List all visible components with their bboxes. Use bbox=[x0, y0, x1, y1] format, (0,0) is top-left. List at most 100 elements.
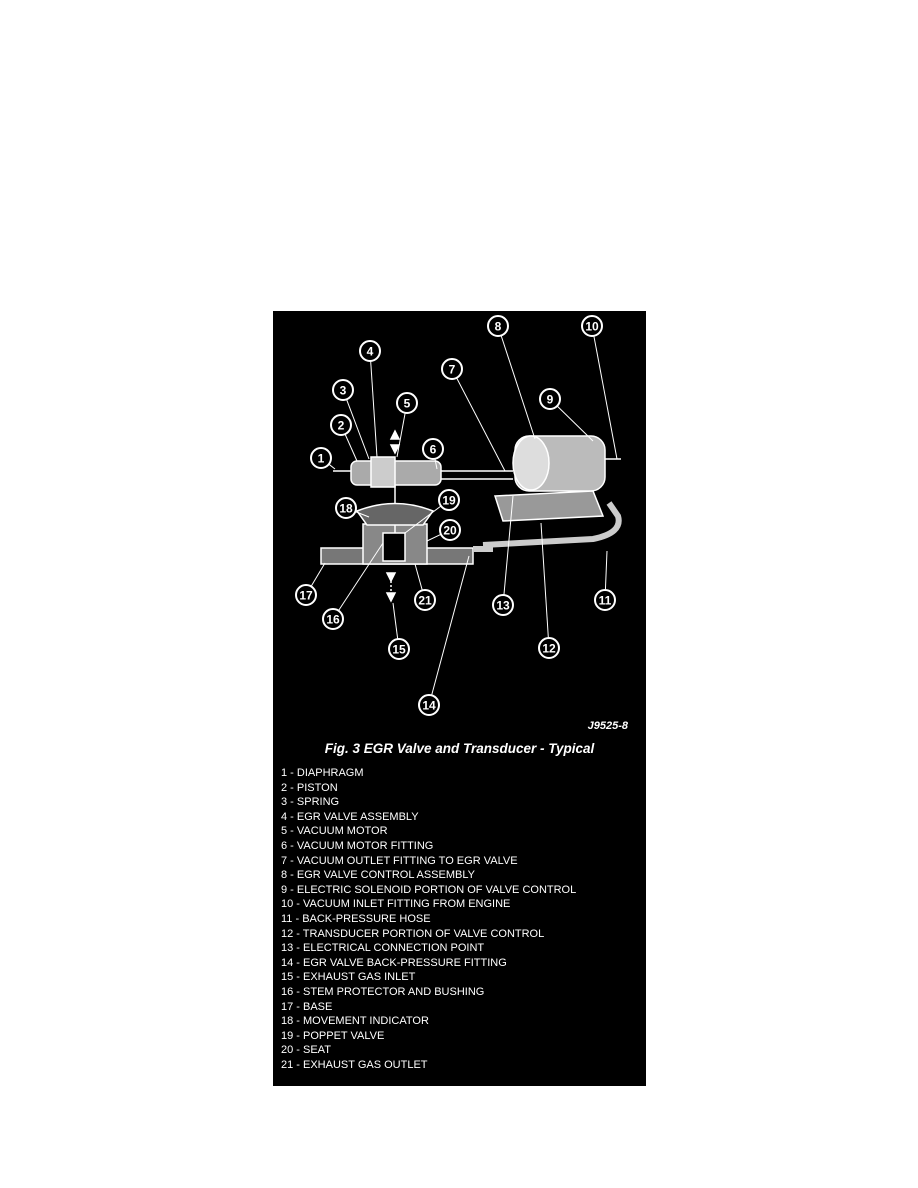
callout-circle bbox=[332, 379, 354, 401]
callout-7: 7 bbox=[441, 358, 506, 472]
callout-number: 3 bbox=[340, 384, 347, 398]
legend-item: 9 - ELECTRIC SOLENOID PORTION OF VALVE C… bbox=[281, 883, 577, 896]
callout-leader-line bbox=[392, 602, 399, 640]
legend-item: 16 - STEM PROTECTOR AND BUSHING bbox=[281, 985, 485, 998]
callout-number: 7 bbox=[449, 363, 456, 377]
callout-circle bbox=[492, 594, 514, 616]
callout-number: 1 bbox=[318, 452, 325, 466]
callout-1: 1 bbox=[310, 447, 336, 470]
callout-number: 16 bbox=[326, 613, 340, 627]
callout-circle bbox=[396, 392, 418, 414]
callout-leader-line bbox=[604, 550, 608, 591]
callout-circle bbox=[487, 315, 509, 337]
callout-18: 18 bbox=[335, 497, 370, 519]
legend-item: 19 - POPPET VALVE bbox=[281, 1029, 385, 1042]
callout-leader-line bbox=[540, 522, 549, 639]
callout-number: 15 bbox=[392, 643, 406, 657]
legend-item: 6 - VACUUM MOTOR FITTING bbox=[281, 839, 434, 852]
callout-circle bbox=[594, 589, 616, 611]
callout-17: 17 bbox=[295, 562, 326, 606]
callout-number: 17 bbox=[299, 589, 313, 603]
callout-leader-line bbox=[556, 405, 594, 442]
legend-item: 12 - TRANSDUCER PORTION OF VALVE CONTROL bbox=[281, 927, 545, 940]
callout-circle bbox=[539, 388, 561, 410]
callout-circle bbox=[441, 358, 463, 380]
callout-circle bbox=[295, 584, 317, 606]
callout-circle bbox=[418, 694, 440, 716]
legend-item: 8 - EGR VALVE CONTROL ASSEMBLY bbox=[281, 869, 475, 882]
legend-item: 20 - SEAT bbox=[281, 1044, 331, 1057]
callout-number: 10 bbox=[585, 320, 599, 334]
callout-6: 6 bbox=[422, 438, 444, 470]
callout-circle bbox=[438, 489, 460, 511]
callout-leader-line bbox=[431, 555, 470, 696]
callout-number: 13 bbox=[496, 599, 510, 613]
figure-id-label: J9525-8 bbox=[587, 720, 628, 732]
callout-leader-line bbox=[338, 542, 384, 611]
callout-leader-line bbox=[426, 533, 442, 542]
callout-circle bbox=[322, 608, 344, 630]
callout-circle bbox=[388, 638, 410, 660]
callout-12: 12 bbox=[538, 522, 560, 659]
legend-item: 14 - EGR VALVE BACK-PRESSURE FITTING bbox=[281, 956, 507, 969]
callout-leader-line bbox=[593, 335, 618, 460]
legend-item: 18 - MOVEMENT INDICATOR bbox=[281, 1015, 429, 1028]
callout-21: 21 bbox=[414, 563, 436, 611]
callout-number: 8 bbox=[495, 320, 502, 334]
callout-leader-line bbox=[456, 377, 506, 472]
legend-item: 21 - EXHAUST GAS OUTLET bbox=[281, 1058, 428, 1071]
callout-number: 12 bbox=[542, 642, 556, 656]
callout-number: 14 bbox=[422, 699, 436, 713]
callout-leader-line bbox=[344, 433, 358, 462]
callout-leader-line bbox=[434, 458, 438, 470]
callout-number: 20 bbox=[443, 524, 457, 538]
legend-item: 13 - ELECTRICAL CONNECTION POINT bbox=[281, 942, 485, 955]
callout-number: 9 bbox=[547, 393, 554, 407]
callout-circle bbox=[330, 414, 352, 436]
callout-leader-line bbox=[328, 463, 336, 470]
legend-item: 3 - SPRING bbox=[281, 796, 340, 809]
callout-number: 11 bbox=[599, 594, 612, 608]
legend-item: 17 - BASE bbox=[281, 1000, 333, 1013]
legend-item: 7 - VACUUM OUTLET FITTING TO EGR VALVE bbox=[281, 854, 518, 867]
callout-leader-line bbox=[346, 399, 370, 460]
callout-number: 19 bbox=[442, 494, 456, 508]
callout-circle bbox=[538, 637, 560, 659]
legend-item: 10 - VACUUM INLET FITTING FROM ENGINE bbox=[281, 898, 511, 911]
callout-3: 3 bbox=[332, 379, 370, 460]
legend-item: 1 - DIAPHRAGM bbox=[281, 767, 364, 779]
callout-number: 4 bbox=[367, 345, 374, 359]
callout-number: 5 bbox=[404, 397, 411, 411]
callout-circle bbox=[414, 589, 436, 611]
callout-leader-line bbox=[503, 495, 514, 596]
callout-leader-line bbox=[355, 511, 370, 518]
callout-circle bbox=[310, 447, 332, 469]
callout-16: 16 bbox=[322, 542, 384, 630]
callout-leader-line bbox=[310, 562, 326, 587]
legend-item: 5 - VACUUM MOTOR bbox=[281, 825, 388, 838]
callout-11: 11 bbox=[594, 550, 616, 611]
callout-5: 5 bbox=[396, 392, 418, 458]
callout-20: 20 bbox=[426, 519, 461, 542]
callout-leader-line bbox=[396, 412, 406, 458]
callout-9: 9 bbox=[539, 388, 594, 442]
callout-4: 4 bbox=[359, 340, 381, 458]
callout-leader-line bbox=[414, 563, 423, 591]
callout-14: 14 bbox=[418, 555, 470, 716]
callout-circle bbox=[581, 315, 603, 337]
callout-15: 15 bbox=[388, 602, 410, 660]
callout-number: 6 bbox=[430, 443, 437, 457]
callout-number: 2 bbox=[338, 419, 345, 433]
callout-2: 2 bbox=[330, 414, 358, 462]
figure-caption: Fig. 3 EGR Valve and Transducer - Typica… bbox=[324, 741, 595, 756]
callout-circle bbox=[359, 340, 381, 362]
callout-number: 21 bbox=[418, 594, 432, 608]
callout-13: 13 bbox=[492, 495, 514, 616]
callout-10: 10 bbox=[581, 315, 618, 460]
legend-item: 4 - EGR VALVE ASSEMBLY bbox=[281, 810, 419, 823]
legend-item: 11 - BACK-PRESSURE HOSE bbox=[281, 912, 431, 925]
legend-item: 2 - PISTON bbox=[281, 781, 338, 794]
